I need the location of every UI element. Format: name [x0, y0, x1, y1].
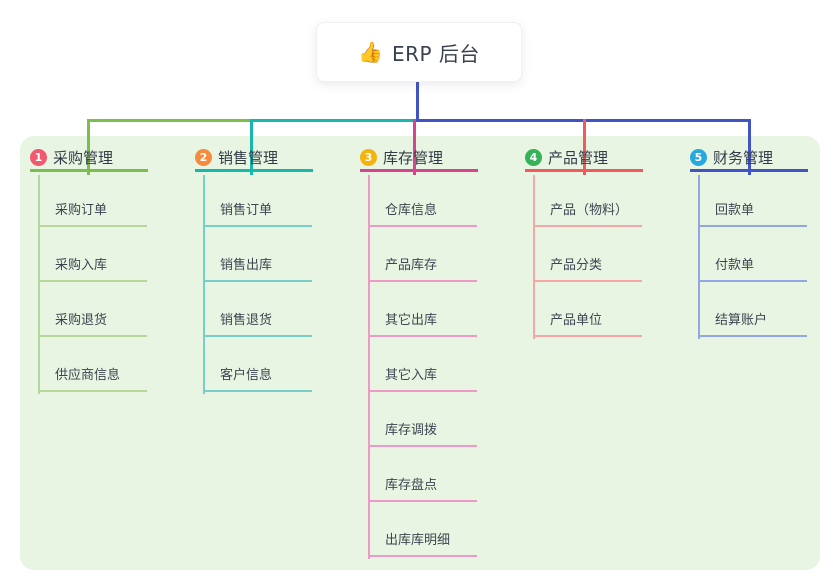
child-node[interactable]: 其它出库 [360, 282, 478, 337]
child-node[interactable]: 采购订单 [30, 172, 148, 227]
branch-label: 采购管理 [53, 149, 114, 167]
root-title: ERP 后台 [391, 41, 480, 66]
branch-finance: 5 财务管理 回款单 付款单 结算账户 [690, 146, 808, 339]
child-node[interactable]: 销售订单 [195, 172, 313, 227]
branch-label: 销售管理 [218, 149, 279, 167]
connector-drop-4 [583, 119, 586, 175]
child-node[interactable]: 产品单位 [525, 282, 643, 337]
branch-node-finance[interactable]: 5 财务管理 [690, 146, 808, 172]
branch-number-badge: 3 [360, 149, 377, 166]
connector-drop-3 [413, 119, 416, 175]
branch-vertical-line [533, 175, 535, 339]
branch-vertical-line [38, 175, 40, 394]
child-node[interactable]: 采购入库 [30, 227, 148, 282]
connector-horizontal-segment-1 [87, 119, 252, 122]
child-node[interactable]: 库存盘点 [360, 447, 478, 502]
child-node[interactable]: 其它入库 [360, 337, 478, 392]
mindmap-panel [20, 136, 820, 570]
branch-label: 产品管理 [548, 149, 609, 167]
branch-node-inventory[interactable]: 3 库存管理 [360, 146, 478, 172]
root-node-erp[interactable]: 👍 ERP 后台 [316, 22, 522, 82]
branch-vertical-line [203, 175, 205, 394]
child-node[interactable]: 销售出库 [195, 227, 313, 282]
child-node[interactable]: 付款单 [690, 227, 808, 282]
child-node[interactable]: 销售退货 [195, 282, 313, 337]
child-node[interactable]: 仓库信息 [360, 172, 478, 227]
branch-node-sales[interactable]: 2 销售管理 [195, 146, 313, 172]
child-node[interactable]: 回款单 [690, 172, 808, 227]
child-node[interactable]: 库存调拨 [360, 392, 478, 447]
root-connector-line [416, 82, 419, 121]
connector-drop-5 [748, 119, 751, 175]
branch-product: 4 产品管理 产品（物料） 产品分类 产品单位 [525, 146, 643, 339]
connector-horizontal-segment-2 [252, 119, 416, 122]
connector-drop-1 [87, 119, 90, 175]
branch-inventory: 3 库存管理 仓库信息 产品库存 其它出库 其它入库 库存调拨 库存盘点 出库库… [360, 146, 478, 559]
connector-drop-2 [250, 119, 253, 175]
child-node[interactable]: 结算账户 [690, 282, 808, 337]
thumbs-up-icon: 👍 [358, 40, 383, 64]
branch-vertical-line [368, 175, 370, 559]
child-node[interactable]: 客户信息 [195, 337, 313, 392]
child-node[interactable]: 产品库存 [360, 227, 478, 282]
branch-number-badge: 5 [690, 149, 707, 166]
branch-number-badge: 4 [525, 149, 542, 166]
branch-node-product[interactable]: 4 产品管理 [525, 146, 643, 172]
branch-label: 财务管理 [713, 149, 774, 167]
child-node[interactable]: 产品（物料） [525, 172, 643, 227]
branch-label: 库存管理 [383, 149, 444, 167]
branch-node-purchase[interactable]: 1 采购管理 [30, 146, 148, 172]
child-node[interactable]: 产品分类 [525, 227, 643, 282]
branch-number-badge: 2 [195, 149, 212, 166]
branch-sales: 2 销售管理 销售订单 销售出库 销售退货 客户信息 [195, 146, 313, 394]
branch-purchase: 1 采购管理 采购订单 采购入库 采购退货 供应商信息 [30, 146, 148, 394]
branch-number-badge: 1 [30, 149, 47, 166]
child-node[interactable]: 出库库明细 [360, 502, 478, 557]
branch-vertical-line [698, 175, 700, 339]
child-node[interactable]: 供应商信息 [30, 337, 148, 392]
child-node[interactable]: 采购退货 [30, 282, 148, 337]
